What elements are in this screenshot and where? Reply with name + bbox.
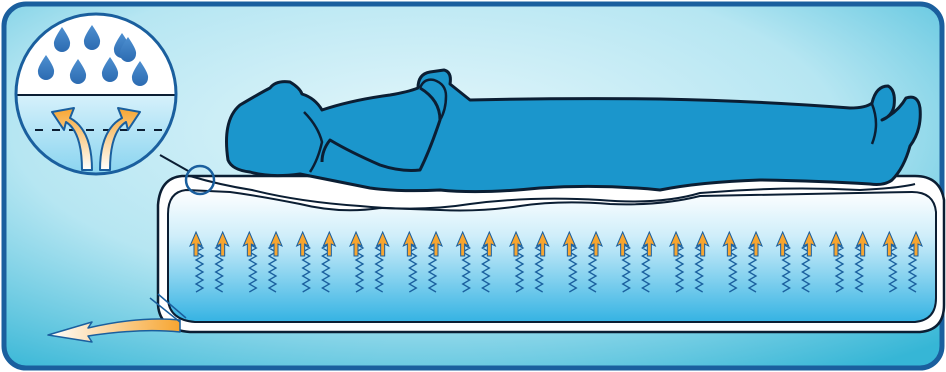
mattress-body xyxy=(168,190,936,322)
